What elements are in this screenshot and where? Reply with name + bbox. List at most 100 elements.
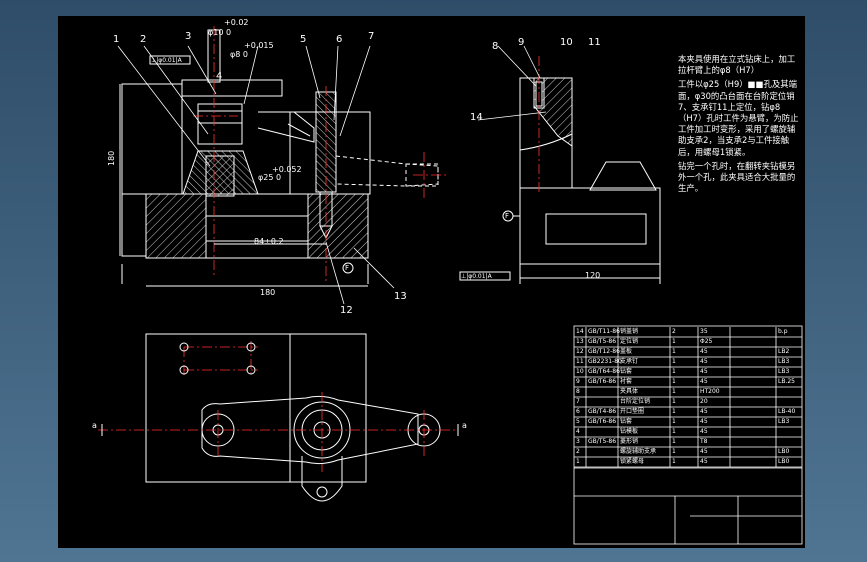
bom-cell: 螺旋辅助支承 xyxy=(620,448,657,455)
bom-cell: 菱形销 xyxy=(620,438,639,445)
part-number-7: 7 xyxy=(368,31,375,42)
bom-cell: GB/T11-86 xyxy=(588,328,620,335)
bom-cell: LB2 xyxy=(778,348,790,355)
bom-cell: 钻套 xyxy=(620,418,633,425)
bom-cell: 1 xyxy=(672,438,676,445)
bom-cell: LB0 xyxy=(778,458,790,465)
drill-plate xyxy=(181,79,283,97)
bom-cell: GB/T12-86 xyxy=(588,348,620,355)
bom-cell: 45 xyxy=(700,368,708,375)
bom-cell: 1 xyxy=(672,408,676,415)
dim-height-total: 180 xyxy=(107,150,116,166)
bom-cell: 衬套 xyxy=(620,378,633,385)
bom-cell: 35 xyxy=(700,328,708,335)
dim-width-front: 180 xyxy=(260,288,276,297)
note-paragraph: 工件以φ25（H9）■■孔及其端面，φ30的凸台面在台阶定位销7、支承钉11上定… xyxy=(678,79,799,157)
part-number-1: 1 xyxy=(113,34,120,45)
datum-side: F xyxy=(505,212,510,220)
bom-cell: 12 xyxy=(576,348,584,355)
dim-center-span: 84±0.2 xyxy=(254,237,284,246)
bom-cell: GB/T5-86 xyxy=(588,438,617,445)
bom-cell: 1 xyxy=(672,358,676,365)
bom-cell: 45 xyxy=(700,418,708,425)
bom-cell: 1 xyxy=(672,418,676,425)
bom-cell: 开口垫圈 xyxy=(620,408,645,415)
bom-cell: LB-40 xyxy=(778,408,796,415)
datum-front: F xyxy=(345,264,350,272)
note-paragraph: 本夹具使用在立式钻床上，加工拉杆臂上的φ8（H7） xyxy=(678,54,796,76)
note-paragraph: 钻完一个孔时，在翻转夹钻模另外一个孔，此夹具适合大批量的生产。 xyxy=(678,160,796,194)
bom-cell: 1 xyxy=(672,458,676,465)
bom-cell: 9 xyxy=(576,378,580,385)
part-number-10: 10 xyxy=(560,37,573,48)
part-number-12: 12 xyxy=(340,305,353,316)
bom-cell: GB2231-80 xyxy=(588,358,622,365)
bom-cell: Φ25 xyxy=(700,338,713,345)
bom-cell: 台阶定位销 xyxy=(620,398,651,405)
bom-cell: GB/T5-86 xyxy=(588,338,617,345)
bom-cell: 1 xyxy=(672,428,676,435)
bom-cell: 45 xyxy=(700,428,708,435)
bom-cell: 1 xyxy=(576,458,580,465)
base-hatch-left xyxy=(145,193,207,259)
dim-bore10-tol: +0.02 xyxy=(224,18,249,27)
technical-notes: 本夹具使用在立式钻床上，加工拉杆臂上的φ8（H7） 工件以φ25（H9）■■孔及… xyxy=(678,54,803,197)
tolerance-frame-side: ⊥|φ0.01|A xyxy=(461,273,492,280)
left-column xyxy=(121,83,183,195)
bom-cell: 14 xyxy=(576,328,584,335)
drawing-sheet: 1 2 3 4 5 6 7 8 9 10 11 12 13 14 +0.02 φ… xyxy=(58,16,805,548)
bom-cell: 1 xyxy=(672,378,676,385)
bom-cell: 销盖销 xyxy=(620,328,639,335)
bom-cell: 1 xyxy=(672,398,676,405)
part-number-9: 9 xyxy=(518,37,525,48)
bom-cell: 锁紧螺母 xyxy=(620,458,645,465)
part-number-3: 3 xyxy=(185,31,192,42)
bom-cell: 1 xyxy=(672,338,676,345)
base-hatch-right xyxy=(307,193,369,259)
bom-cell: 3 xyxy=(576,438,580,445)
bom-cell: LB3 xyxy=(778,358,790,365)
bom-cell: 45 xyxy=(700,348,708,355)
part-number-8: 8 xyxy=(492,41,499,52)
bom-cell: GB/T64-86 xyxy=(588,368,620,375)
bom-cell: 7 xyxy=(576,398,580,405)
bom-cell: 1 xyxy=(672,368,676,375)
bom-cell: LB3 xyxy=(778,418,790,425)
bom-cell: LB3 xyxy=(778,368,790,375)
top-view xyxy=(98,333,459,502)
bom-cell: 2 xyxy=(576,448,580,455)
bom-cell: 夹具体 xyxy=(620,388,639,395)
bom-cell: 45 xyxy=(700,378,708,385)
tolerance-frame-front: ⊥|φ0.01|A xyxy=(151,57,182,64)
bom-cell: 支承钉 xyxy=(620,358,639,365)
part-number-5: 5 xyxy=(300,34,307,45)
part-number-11: 11 xyxy=(588,37,601,48)
bom-cell: 6 xyxy=(576,408,580,415)
bom-cell: 钻模板 xyxy=(620,428,639,435)
bom-cell: 1 xyxy=(672,388,676,395)
bom-cell: 45 xyxy=(700,358,708,365)
bom-cell: b.p xyxy=(778,328,788,335)
bom-cell: 20 xyxy=(700,398,708,405)
bom-cell: 11 xyxy=(576,358,584,365)
front-view xyxy=(117,26,446,305)
bom-cell: HT200 xyxy=(700,388,720,395)
dim-bore25: φ25 0 xyxy=(258,173,282,182)
title-block xyxy=(573,325,803,545)
workpiece-arm xyxy=(201,395,419,465)
bom-cell: LB.25 xyxy=(778,378,796,385)
section-mark-right: a xyxy=(462,421,467,430)
bom-cell: LB0 xyxy=(778,448,790,455)
side-base xyxy=(519,187,661,265)
bom-cell: 1 xyxy=(672,348,676,355)
bom-cell: 45 xyxy=(700,408,708,415)
bom-cell: 45 xyxy=(700,448,708,455)
bom-cell: 45 xyxy=(700,458,708,465)
bom-cell: 定位销 xyxy=(620,338,639,345)
bom-cell: 13 xyxy=(576,338,584,345)
dim-bore8-tol: +0.015 xyxy=(244,41,274,50)
bom-cell: GB/T6-86 xyxy=(588,378,617,385)
bom-cell: GB/T4-86 xyxy=(588,408,617,415)
part-number-13: 13 xyxy=(394,291,407,302)
bom-cell: 2 xyxy=(672,328,676,335)
